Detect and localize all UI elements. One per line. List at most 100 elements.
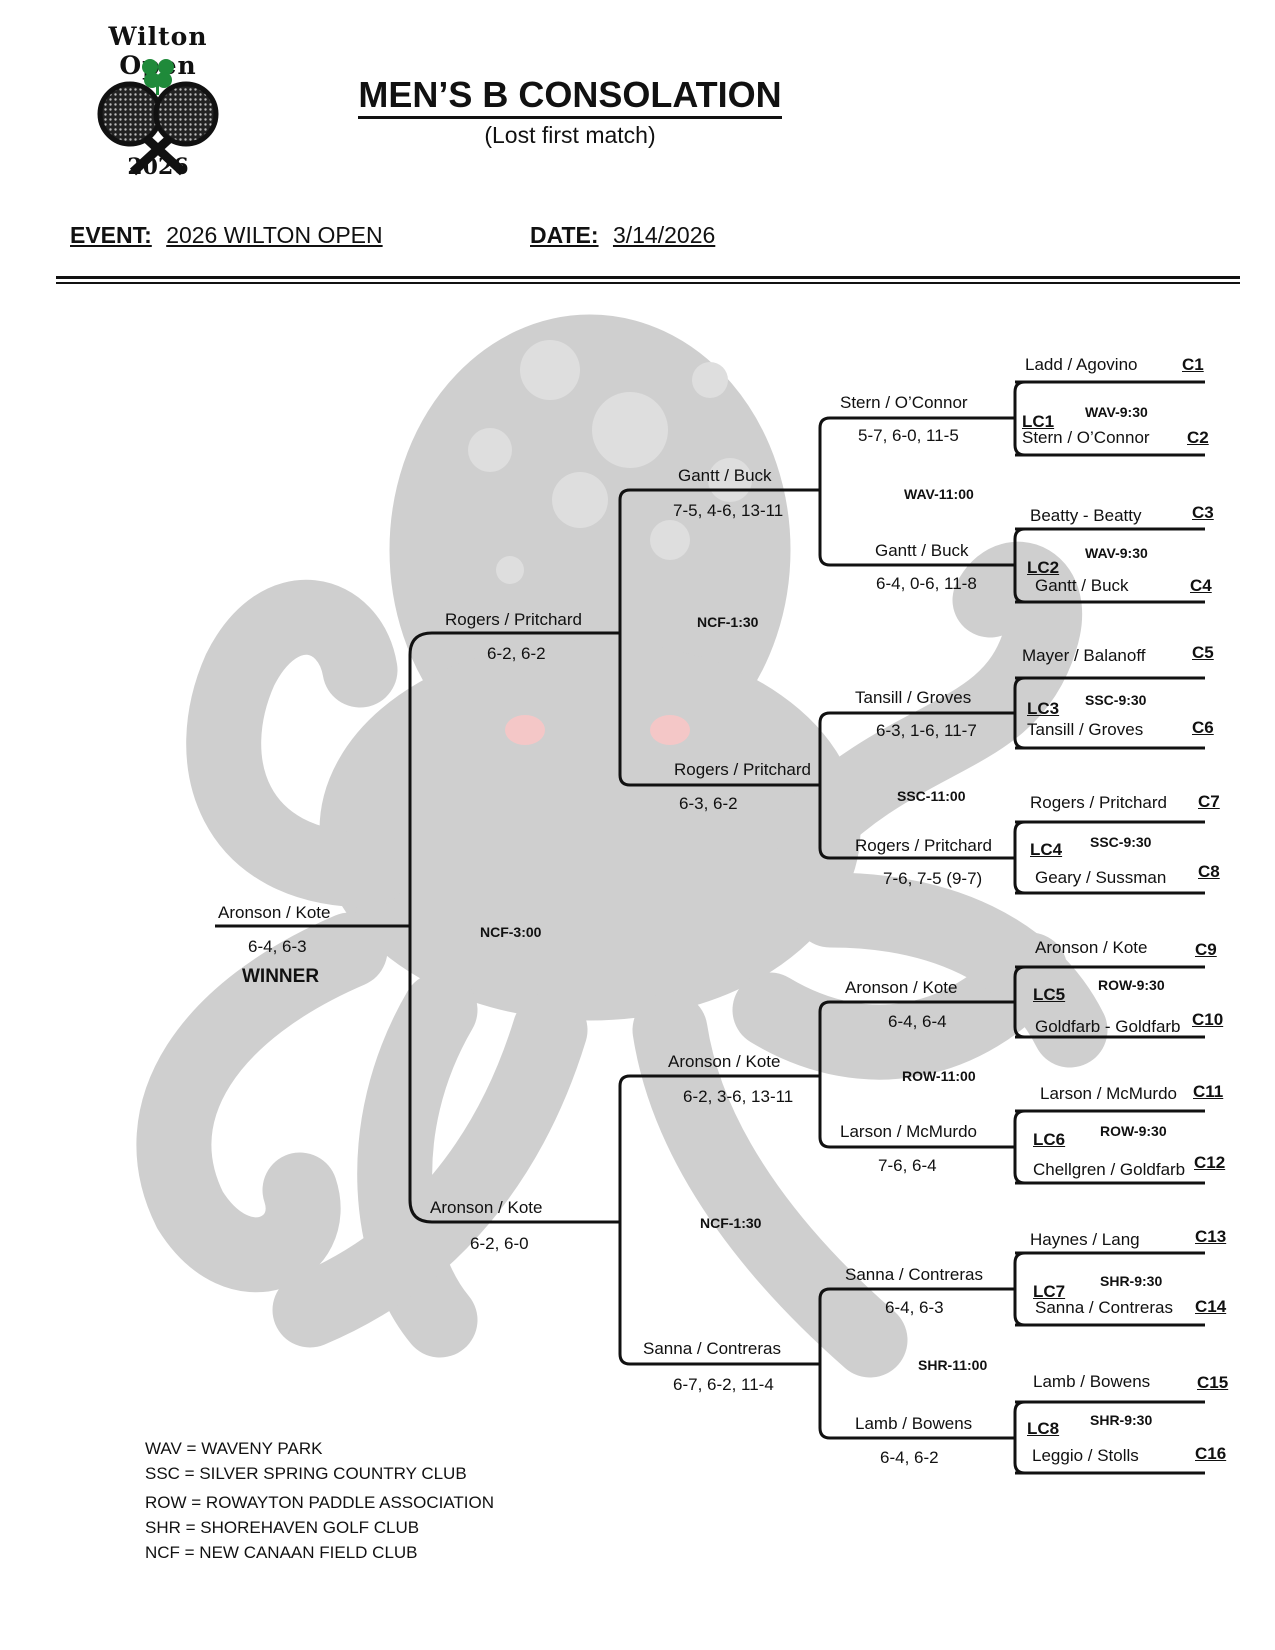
champion-team: Aronson / Kote <box>218 903 331 922</box>
code-c12: C12 <box>1194 1153 1226 1172</box>
match-code-lc2: LC2 <box>1027 558 1060 577</box>
tournament-logo: Wilton Open 2026 <box>68 22 248 187</box>
legend-item: ROW = ROWAYTON PADDLE ASSOCIATION <box>145 1493 495 1512</box>
match-venue-lc2: WAV-9:30 <box>1085 545 1148 561</box>
match-code-lc1: LC1 <box>1022 412 1055 431</box>
round3-venue: NCF-1:30 <box>700 1215 762 1231</box>
entrant-c1: Ladd / Agovino <box>1025 355 1138 374</box>
match-venue-lc4: SSC-9:30 <box>1090 834 1152 850</box>
round2-team: Larson / McMurdo <box>840 1122 977 1141</box>
event-line: EVENT: 2026 WILTON OPEN <box>70 222 383 249</box>
match-venue-lc1: WAV-9:30 <box>1085 404 1148 420</box>
legend-item: SHR = SHOREHAVEN GOLF CLUB <box>145 1518 420 1537</box>
semi-score: 6-2, 6-2 <box>487 644 546 663</box>
legend-item: SSC = SILVER SPRING COUNTRY CLUB <box>145 1464 467 1483</box>
code-c3: C3 <box>1192 503 1214 522</box>
round2-venue: SHR-11:00 <box>918 1357 988 1373</box>
legend-item: NCF = NEW CANAAN FIELD CLUB <box>145 1543 418 1562</box>
round2-score: 6-4, 6-2 <box>880 1448 939 1467</box>
round2-score: 7-6, 6-4 <box>878 1156 937 1175</box>
code-c16: C16 <box>1195 1444 1227 1463</box>
code-c11: C11 <box>1193 1082 1224 1101</box>
date-value: 3/14/2026 <box>612 222 716 248</box>
semi-team: Rogers / Pritchard <box>445 610 582 629</box>
match-venue-lc3: SSC-9:30 <box>1085 692 1147 708</box>
entrant-c7: Rogers / Pritchard <box>1030 793 1167 812</box>
code-c5: C5 <box>1192 643 1214 662</box>
round2-venue: SSC-11:00 <box>897 788 966 804</box>
semi-score: 6-2, 6-0 <box>470 1234 529 1253</box>
octopus-illustration <box>136 314 1108 1378</box>
crossed-paddles-icon <box>97 59 219 176</box>
entrant-c11: Larson / McMurdo <box>1040 1084 1177 1103</box>
code-c8: C8 <box>1198 862 1220 881</box>
match-venue-lc5: ROW-9:30 <box>1098 977 1165 993</box>
round3-venue: NCF-1:30 <box>697 614 759 630</box>
code-c9: C9 <box>1195 940 1217 959</box>
match-venue-lc8: SHR-9:30 <box>1090 1412 1153 1428</box>
round2-score: 6-4, 6-4 <box>888 1012 947 1031</box>
code-c13: C13 <box>1195 1227 1227 1246</box>
event-value: 2026 WILTON OPEN <box>166 222 383 248</box>
entrant-c4: Gantt / Buck <box>1035 576 1129 595</box>
legend-item: WAV = WAVENY PARK <box>145 1439 323 1458</box>
match-code-lc7: LC7 <box>1033 1282 1066 1301</box>
date-line: DATE: 3/14/2026 <box>530 222 715 249</box>
entrant-c5: Mayer / Balanoff <box>1022 646 1146 665</box>
round2-team: Sanna / Contreras <box>845 1265 983 1284</box>
code-c7: C7 <box>1198 792 1220 811</box>
champion-score: 6-4, 6-3 <box>248 937 307 956</box>
event-label: EVENT: <box>70 222 152 248</box>
entrant-c8: Geary / Sussman <box>1035 868 1167 887</box>
entrant-c16: Leggio / Stolls <box>1032 1446 1139 1465</box>
entrant-c3: Beatty - Beatty <box>1030 506 1142 525</box>
entrant-c14: Sanna / Contreras <box>1035 1298 1173 1317</box>
round2-team: Rogers / Pritchard <box>855 836 992 855</box>
round3-team: Gantt / Buck <box>678 466 772 485</box>
entrant-c10: Goldfarb - Goldfarb <box>1035 1017 1181 1036</box>
entrant-c15: Lamb / Bowens <box>1033 1372 1151 1391</box>
round3-team: Sanna / Contreras <box>643 1339 781 1358</box>
match-code-lc6: LC6 <box>1033 1130 1066 1149</box>
round3-score: 6-3, 6-2 <box>679 794 738 813</box>
round2-score: 6-4, 6-3 <box>885 1298 944 1317</box>
venue-legend: WAV = WAVENY PARK SSC = SILVER SPRING CO… <box>145 1436 494 1565</box>
code-c4: C4 <box>1190 576 1212 595</box>
round2-score: 6-4, 0-6, 11-8 <box>876 574 977 593</box>
page-title: MEN’S B CONSOLATION <box>330 74 810 119</box>
entrant-c12: Chellgren / Goldfarb <box>1033 1160 1186 1179</box>
round2-score: 5-7, 6-0, 11-5 <box>858 426 959 445</box>
match-venue-lc7: SHR-9:30 <box>1100 1273 1163 1289</box>
code-c15: C15 <box>1197 1373 1229 1392</box>
round3-score: 7-5, 4-6, 13-11 <box>673 501 784 520</box>
entrant-c2: Stern / O’Connor <box>1022 428 1150 447</box>
shamrock-icon <box>142 59 174 95</box>
match-venue-lc6: ROW-9:30 <box>1100 1123 1167 1139</box>
match-code-lc4: LC4 <box>1030 840 1063 859</box>
semi-team: Aronson / Kote <box>430 1198 543 1217</box>
entrant-c13: Haynes / Lang <box>1030 1230 1140 1249</box>
code-c10: C10 <box>1192 1010 1224 1029</box>
round3-team: Rogers / Pritchard <box>674 760 811 779</box>
page-subtitle: (Lost first match) <box>484 122 656 148</box>
round3-score: 6-7, 6-2, 11-4 <box>673 1375 774 1394</box>
round2-team: Aronson / Kote <box>845 978 958 997</box>
code-c6: C6 <box>1192 718 1214 737</box>
entrant-c6: Tansill / Groves <box>1027 720 1144 739</box>
code-c14: C14 <box>1195 1297 1227 1316</box>
final-venue: NCF-3:00 <box>480 924 542 940</box>
match-code-lc3: LC3 <box>1027 699 1060 718</box>
match-code-lc5: LC5 <box>1033 985 1066 1004</box>
round3-score: 6-2, 3-6, 13-11 <box>683 1087 794 1106</box>
code-c1: C1 <box>1182 355 1204 374</box>
round2-venue: ROW-11:00 <box>902 1068 976 1084</box>
match-code-lc8: LC8 <box>1027 1419 1060 1438</box>
code-c2: C2 <box>1187 428 1209 447</box>
round2-team: Stern / O’Connor <box>840 393 968 412</box>
round2-team: Tansill / Groves <box>855 688 972 707</box>
date-label: DATE: <box>530 222 599 248</box>
round2-score: 6-3, 1-6, 11-7 <box>876 721 977 740</box>
round3-team: Aronson / Kote <box>668 1052 781 1071</box>
winner-label: WINNER <box>242 966 320 987</box>
